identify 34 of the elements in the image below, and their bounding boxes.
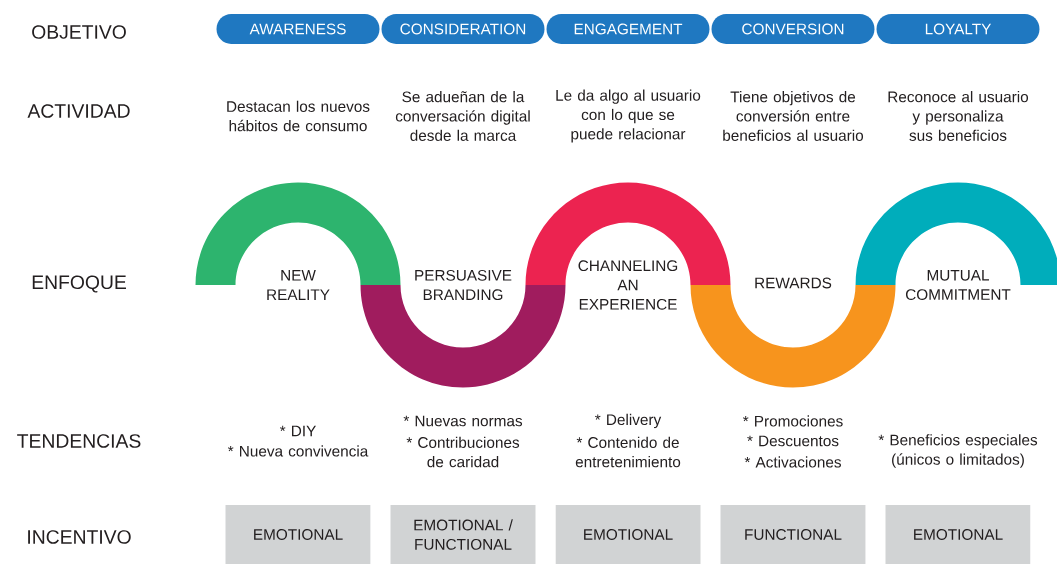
objective-pill: ENGAGEMENT	[546, 14, 710, 44]
trend-item: * DIY	[279, 425, 316, 437]
activity-text: Tiene objetivos de conversión entre beneficios al usuario	[723, 91, 864, 141]
row-heading: TENDENCIAS	[17, 434, 141, 448]
objective-pill: AWARENESS	[216, 14, 380, 44]
row-heading: OBJETIVO	[32, 25, 126, 39]
incentive-box: EMOTIONAL	[555, 505, 701, 564]
objective-pill: CONSIDERATION	[381, 14, 545, 44]
incentive-box: EMOTIONAL	[225, 505, 371, 564]
objective-pill: LOYALTY	[876, 14, 1040, 44]
row-heading: INCENTIVO	[28, 530, 131, 544]
trend-item: * Contribuciones de caridad	[406, 436, 520, 468]
incentive-box: EMOTIONAL	[885, 505, 1031, 564]
row-heading: ACTIVIDAD	[27, 104, 130, 118]
trend-item: * Promociones	[742, 415, 843, 427]
trend-item: * Nuevas normas	[403, 415, 523, 427]
activity-text: Le da algo al usuario con lo que se puede relacionar	[556, 89, 701, 143]
objective-pill: CONVERSION	[711, 14, 875, 44]
activity-text: Se adueñan de la conversación digital desde la marca	[395, 91, 530, 141]
node-label: EXPERIENCE	[579, 298, 677, 310]
incentive-box: EMOTIONAL / FUNCTIONAL	[390, 505, 536, 564]
trend-item: * Nueva convivencia	[227, 445, 369, 457]
trend-item: * Descuentos	[747, 435, 839, 447]
trend-item: * Beneficios especiales (únicos o limitados)	[878, 434, 1038, 468]
activity-text: Reconoce al usuario y personaliza sus beneficios	[888, 91, 1029, 141]
trend-item: * Activaciones	[744, 456, 841, 468]
node-label: REALITY	[267, 289, 330, 300]
incentive-box: FUNCTIONAL	[720, 505, 866, 564]
node-label: COMMITMENT	[905, 289, 1011, 301]
node-label: PERSUASIVE	[415, 269, 512, 281]
activity-text: Destacan los nuevos hábitos de consumo	[227, 100, 370, 132]
trend-item: * Delivery	[595, 413, 662, 429]
trend-item: * Contenido de entretenimiento	[575, 436, 681, 468]
row-heading: ENFOQUE	[32, 275, 126, 293]
